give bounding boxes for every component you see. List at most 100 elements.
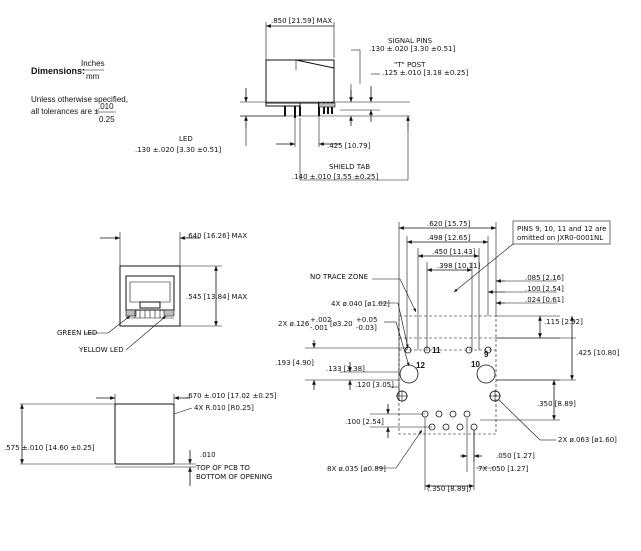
shield-tab-pin-2	[299, 106, 301, 116]
dim-024: .024 [0.61]	[525, 296, 564, 304]
shield-tab-pin	[294, 106, 296, 118]
signal-pin-hole	[435, 410, 443, 418]
shield-tab-label: SHIELD TAB	[329, 163, 370, 171]
cutout-radius: 4X R.010 [R0.25]	[194, 404, 254, 412]
t-post-label: "T" POST	[394, 61, 426, 69]
dim-498: .498 [12.65]	[427, 234, 471, 242]
front-height-dim: .545 [13.84] MAX	[186, 293, 247, 301]
signal-pin-hole	[463, 410, 471, 418]
panel-cutout: .670 ±.010 [17.02 ±0.25] 4X R.010 [R0.25…	[4, 392, 277, 486]
hole-040-leader	[397, 302, 409, 349]
pin-12-label: 12	[416, 361, 425, 370]
hole-035-callout: 8X ø.035 [ø0.89]	[327, 465, 386, 473]
tolerance-inch: .010	[98, 102, 114, 111]
cutout-width-dim: .670 ±.010 [17.02 ±0.25]	[186, 392, 277, 400]
signal-pins-label: SIGNAL PINS	[388, 37, 433, 45]
hole-126-mm-tol-bot: -0.03]	[356, 324, 377, 332]
pin-11-label: 11	[432, 346, 441, 355]
dim-115: .115 [2.92]	[544, 318, 583, 326]
dim-620: .620 [15.75]	[427, 220, 471, 228]
pins-note-line1: PINS 9, 10, 11 and 12 are	[517, 225, 606, 233]
signal-pin-hole	[449, 410, 457, 418]
pin-header	[318, 102, 336, 108]
dimensions-label: Dimensions:	[31, 66, 85, 76]
pin-10-label: 10	[471, 360, 480, 369]
pin-9-label: 9	[484, 350, 489, 359]
hole-040-callout: 4X ø.040 [ø1.02]	[331, 300, 390, 308]
unit-mm: mm	[86, 72, 100, 81]
hole-126-callout: 2X ø.126	[278, 320, 310, 328]
dim-193: .193 [4.90]	[275, 359, 314, 367]
dim-450: .450 [11.43]	[432, 248, 476, 256]
t-post-dim: .125 ±.010 [3.18 ±0.25]	[382, 69, 468, 77]
signal-pin-hole	[456, 423, 464, 431]
pins-note-line2: omitted on JXR0-0001NL	[517, 234, 603, 242]
green-led-label: GREEN LED	[57, 329, 97, 337]
yellow-led-leader	[125, 315, 167, 351]
tolerance-note-1: Unless otherwise specified,	[31, 95, 128, 104]
signal-pin-hole	[442, 423, 450, 431]
cutout-offset-note-2: BOTTOM OF OPENING	[196, 473, 272, 481]
led-label: LED	[179, 135, 193, 143]
cutout-offset-dim: .010	[200, 451, 216, 459]
jack-latch-slot	[139, 301, 161, 309]
hole-126-mm-tol-top: +0.05	[356, 316, 377, 324]
pin-11-hole	[423, 346, 431, 354]
signal-pin-3	[331, 102, 333, 114]
no-trace-zone-label: NO TRACE ZONE	[310, 273, 368, 281]
general-notes: Dimensions: Inches mm Unless otherwise s…	[31, 59, 128, 124]
signal-pin-1	[323, 102, 325, 114]
jack-cavity	[129, 281, 171, 303]
cutout-height-dim: .575 ±.010 [14.60 ±0.25]	[4, 444, 95, 452]
pin-10-hole	[465, 346, 473, 354]
ref-350: (.350 [8.89])	[427, 485, 472, 493]
jack-base-side	[265, 102, 301, 107]
side-view: .850 [21.59] MAX SIGNAL PINS .130 ±.020 …	[135, 17, 468, 181]
t-post-pin	[318, 102, 320, 116]
hole-035-leader	[395, 429, 423, 469]
green-led-window	[125, 309, 137, 317]
signal-pin-hole	[470, 423, 478, 431]
pins-note-leader	[453, 243, 514, 293]
hole-126-leader	[395, 321, 410, 367]
front-width-dim: .640 [16.26] MAX	[186, 232, 247, 240]
dim-085: .085 [2.16]	[525, 274, 564, 282]
led-dim: .130 ±.020 [3.30 ±0.51]	[135, 146, 221, 154]
jack-latch-edge	[295, 59, 335, 69]
hole-063-leader	[498, 399, 541, 441]
led-pin	[284, 106, 286, 116]
front-view: .640 [16.26] MAX .545 [13.84] MAX GREEN …	[57, 232, 247, 354]
hole-126-mm: [ø3.20	[330, 320, 353, 328]
note-box	[512, 220, 611, 245]
mount-hole-left	[399, 364, 419, 384]
dim-425: .425 [10.80]	[576, 349, 620, 357]
dim-398: .398 [10.11]	[437, 262, 481, 270]
pitch-050: 7X .050 [1.27]	[478, 465, 529, 473]
signal-pins-dim: .130 ±.020 [3.30 ±0.51]	[369, 45, 455, 53]
jack-body-side	[265, 59, 335, 104]
pin-12-hole	[404, 346, 412, 354]
unit-inches: Inches	[81, 59, 105, 68]
tolerance-mm: 0.25	[99, 115, 115, 124]
cutout-radius-leader	[173, 407, 193, 415]
length-dim: .425 [10.79]	[327, 142, 371, 150]
connector-footprint	[398, 315, 497, 435]
cutout-outline	[114, 403, 175, 465]
green-led-leader	[107, 315, 131, 334]
hole-126-tol-bot: -.001	[310, 324, 328, 332]
pcb-layout: PINS 9, 10, 11 and 12 are omitted on JXR…	[275, 220, 620, 493]
pin-9-hole	[484, 346, 492, 354]
no-trace-zone-arrow	[399, 278, 417, 313]
hole-126-tol-top: +.002	[310, 316, 331, 324]
yellow-led-label: YELLOW LED	[78, 346, 124, 354]
signal-pin-2	[327, 102, 329, 114]
tolerance-note-2: all tolerances are ±	[31, 107, 99, 116]
dim-050: .050 [1.27]	[496, 452, 535, 460]
shield-tab-dim: .140 ±.010 [3.55 ±0.25]	[292, 173, 378, 181]
hole-063-callout: 2X ø.063 [ø1.60]	[558, 436, 617, 444]
side-max-width-dim: .850 [21.59] MAX	[271, 17, 332, 25]
yellow-led-window	[163, 309, 175, 317]
mount-hole-right	[476, 364, 496, 384]
